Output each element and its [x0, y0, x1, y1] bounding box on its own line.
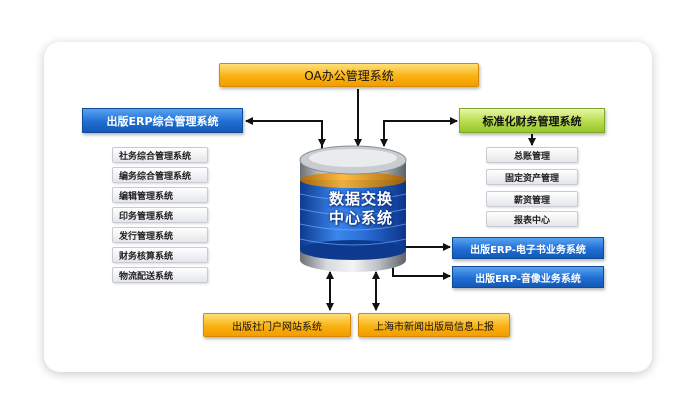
db-label-line2: 中心系统 — [328, 209, 393, 227]
db-label-line1: 数据交换 — [328, 190, 393, 208]
left-sub-item: 印务管理系统 — [112, 207, 208, 223]
right-sub-item: 固定资产管理 — [486, 169, 578, 185]
left-sub-item: 编务综合管理系统 — [112, 167, 208, 183]
left-sub-item: 发行管理系统 — [112, 227, 208, 243]
right-sub-item: 报表中心 — [486, 211, 578, 227]
left-sub-item: 物流配送系统 — [112, 267, 208, 283]
ebook-system-box: 出版ERP-电子书业务系统 — [452, 237, 604, 259]
left-sub-item: 财务核算系统 — [112, 247, 208, 263]
right-sub-item: 薪资管理 — [486, 191, 578, 207]
oa-system-box: OA办公管理系统 — [219, 63, 479, 87]
right-sub-item: 总账管理 — [486, 147, 578, 163]
report-system-box: 上海市新闻出版局信息上报 — [358, 313, 510, 337]
left-sub-item: 编辑管理系统 — [112, 187, 208, 203]
data-exchange-center-label: 数据交换 中心系统 — [311, 190, 411, 228]
financial-system-box: 标准化财务管理系统 — [459, 108, 605, 133]
arrow-db-to-left — [245, 117, 323, 150]
arrow-right-to-db — [380, 120, 457, 147]
publishing-erp-box: 出版ERP综合管理系统 — [82, 108, 243, 133]
database-cylinder-icon — [299, 145, 407, 272]
left-sub-item: 社务综合管理系统 — [112, 147, 208, 163]
portal-system-box: 出版社门户网站系统 — [203, 313, 351, 337]
arrow-left-to-db — [300, 120, 326, 147]
av-system-box: 出版ERP-音像业务系统 — [452, 266, 604, 288]
